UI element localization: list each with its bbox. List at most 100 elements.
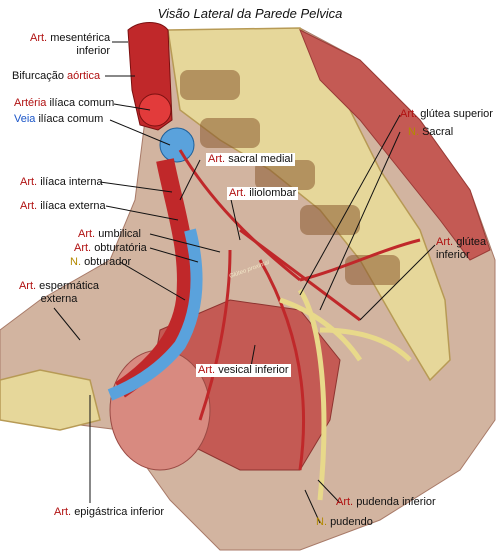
leader-espermatica xyxy=(53,307,81,341)
label-veia-prefix: Veia xyxy=(14,113,36,125)
leader-lines xyxy=(53,41,436,524)
branch-1 xyxy=(178,149,301,282)
label-glutea-inferior-prefix: Art. xyxy=(436,236,454,248)
label-umbilical: Art. umbilical xyxy=(78,228,141,241)
nerve-1 xyxy=(279,297,363,362)
label-sacral: N. Sacral xyxy=(408,126,453,139)
label-obturador: N. obturador xyxy=(70,256,131,269)
label-obturatoria: Art. obturatória xyxy=(74,242,147,255)
label-iliaca-interna: Art. ilíaca interna xyxy=(20,176,103,189)
label-arteria-prefix: Artéria xyxy=(14,97,47,109)
label-sacral-prefix: N. xyxy=(408,126,419,138)
common-iliac-artery xyxy=(138,93,172,127)
label-epigastrica: Art. epigástrica inferior xyxy=(54,506,164,519)
label-vesical-text: vesical inferior xyxy=(218,364,289,376)
label-iliaca-externa: Art. ilíaca externa xyxy=(20,200,106,213)
vertebra-3 xyxy=(255,160,315,190)
label-arteria-iliaca-comum: Artéria ilíaca comum xyxy=(14,97,114,110)
label-obturador-text: obturador xyxy=(84,256,132,268)
vertebra-1 xyxy=(180,70,240,100)
leader-iliolombar xyxy=(229,194,241,241)
label-pudendo-prefix: N. xyxy=(316,516,327,528)
label-iliaca-externa-text: ilíaca externa xyxy=(40,200,106,212)
leader-iliaca-interna xyxy=(99,181,173,193)
label-iliaca-externa-prefix: Art. xyxy=(20,200,38,212)
label-iliaca-interna-text: ilíaca interna xyxy=(40,176,103,188)
external-iliac-vein xyxy=(107,228,203,401)
vertebra-4 xyxy=(300,205,360,235)
leader-obturatoria xyxy=(149,247,199,263)
leader-iliaca-externa xyxy=(105,205,179,221)
vertebra-2 xyxy=(200,118,260,148)
common-iliac-vein xyxy=(159,127,195,163)
label-obturatoria-text: obturatória xyxy=(94,242,147,254)
label-mesenterica-line2: inferior xyxy=(76,45,110,57)
label-espermatica-prefix: Art. xyxy=(18,280,37,292)
label-pudendo-text: pudendo xyxy=(330,516,373,528)
internal-iliac-branches xyxy=(178,149,421,471)
label-espermatica: Art. espermática externa xyxy=(16,280,102,306)
leader-umbilical xyxy=(149,233,221,253)
diagram-title: Visão Lateral da Parede Pelvica xyxy=(157,6,343,21)
leader-sacral-medial xyxy=(179,159,201,201)
leader-arteria-iliaca xyxy=(113,103,151,111)
label-arteria-text: ilíaca comum xyxy=(49,97,115,109)
label-obturador-prefix: N. xyxy=(70,256,81,268)
label-mesenterica-prefix: Art. xyxy=(30,32,48,44)
label-vesical-inferior: Art. vesical inferior xyxy=(196,364,291,377)
branch-4 xyxy=(198,249,232,421)
label-epigastrica-text: epigástrica inferior xyxy=(74,506,165,518)
label-sacral-medial-prefix: Art. xyxy=(208,153,226,165)
leader-veia-iliaca xyxy=(109,119,171,146)
branch-2 xyxy=(239,228,361,322)
leader-obturador xyxy=(119,261,186,301)
vertebrae xyxy=(180,70,400,285)
label-iliolombar: Art. iliolombar xyxy=(227,187,299,200)
label-bifurcacao-text: Bifurcação xyxy=(12,70,64,82)
label-espermatica-line1: espermática xyxy=(39,280,100,292)
branch-5 xyxy=(299,238,421,282)
back-muscle xyxy=(299,28,491,261)
leader-sacral xyxy=(319,131,401,311)
leader-glutea-superior xyxy=(299,114,401,296)
label-obturatoria-prefix: Art. xyxy=(74,242,92,254)
label-bifurcacao-suffix: aórtica xyxy=(67,70,101,82)
label-mesenterica-line1: mesentérica xyxy=(50,32,111,44)
label-glutea-inferior-line1: glútea xyxy=(456,236,487,248)
label-pudenda-prefix: Art. xyxy=(336,496,354,508)
label-sacral-medial-text: sacral medial xyxy=(228,153,293,165)
nerve-2 xyxy=(297,288,327,501)
leader-pudendo xyxy=(304,489,321,524)
label-sacral-medial: Art. sacral medial xyxy=(206,153,295,166)
label-espermatica-line2: externa xyxy=(40,293,78,305)
label-pudenda-text: pudenda inferior xyxy=(356,496,436,508)
leader-glutea-inferior xyxy=(359,244,436,321)
label-glutea-inferior-line2: inferior xyxy=(436,249,470,261)
label-mesenterica: Art. mesentérica inferior xyxy=(30,32,110,58)
pubic-bone xyxy=(0,369,101,431)
label-pudendo: N. pudendo xyxy=(316,516,373,529)
label-vesical-prefix: Art. xyxy=(198,364,216,376)
sacral-plexus xyxy=(279,288,412,501)
label-glutea-inferior: Art. glútea inferior xyxy=(436,236,486,262)
vertebra-5 xyxy=(345,255,400,285)
label-pudenda-inferior: Art. pudenda inferior xyxy=(336,496,436,509)
label-iliolombar-text: iliolombar xyxy=(249,187,297,199)
label-glutea-superior-prefix: Art. xyxy=(400,108,418,120)
label-umbilical-prefix: Art. xyxy=(78,228,96,240)
label-iliaca-interna-prefix: Art. xyxy=(20,176,38,188)
label-bifurcacao: Bifurcação aórtica xyxy=(12,70,100,83)
nerve-3 xyxy=(319,327,412,362)
label-umbilical-text: umbilical xyxy=(98,228,141,240)
label-sacral-text: Sacral xyxy=(422,126,454,138)
branch-3 xyxy=(258,259,306,471)
label-epigastrica-prefix: Art. xyxy=(54,506,72,518)
label-veia-text: ilíaca comum xyxy=(38,113,104,125)
label-glutea-superior-text: glútea superior xyxy=(420,108,493,120)
label-iliolombar-prefix: Art. xyxy=(229,187,247,199)
label-glutea-superior: Art. glútea superior xyxy=(400,108,493,121)
label-veia-iliaca-comum: Veia ilíaca comum xyxy=(14,113,103,126)
leader-pudenda xyxy=(317,479,341,504)
